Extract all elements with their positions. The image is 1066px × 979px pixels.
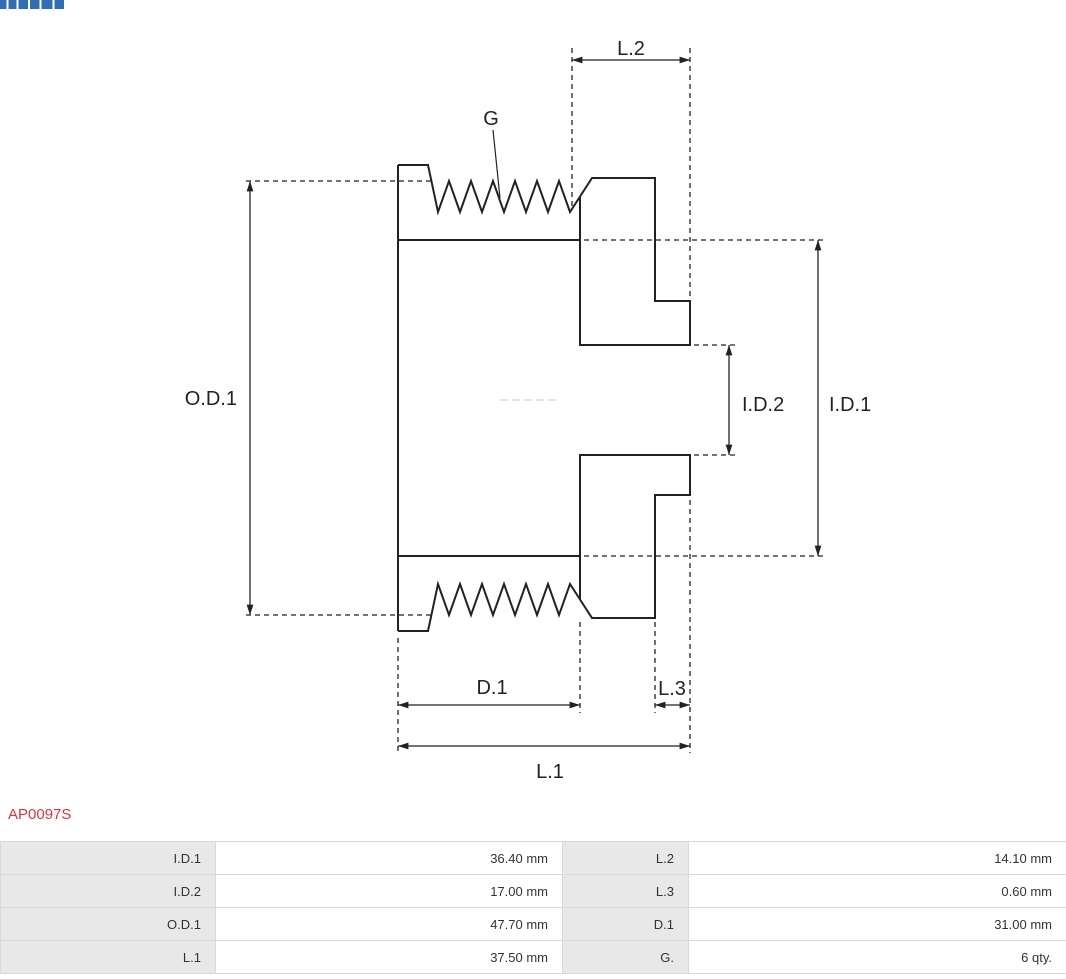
spec-param-name: D.1 xyxy=(562,907,689,941)
pulley-outline xyxy=(397,164,691,632)
product-code-link[interactable]: AP0097S xyxy=(8,806,72,823)
brand-logo-fragment xyxy=(0,0,64,9)
dim-label-id1: I.D.1 xyxy=(829,394,871,416)
spec-param-name: L.1 xyxy=(0,940,216,974)
spec-param-value: 6 qty. xyxy=(688,940,1066,974)
dim-label-l3: L.3 xyxy=(658,678,686,700)
table-row: L.1 37.50 mm G. 6 qty. xyxy=(0,940,1066,974)
dim-label-id2: I.D.2 xyxy=(742,394,784,416)
spec-param-value: 37.50 mm xyxy=(215,940,563,974)
groove-count-label: G xyxy=(483,108,499,130)
spec-param-value: 47.70 mm xyxy=(215,907,563,941)
table-row: O.D.1 47.70 mm D.1 31.00 mm xyxy=(0,907,1066,941)
extension-lines xyxy=(246,48,824,753)
spec-param-name: G. xyxy=(562,940,689,974)
groove-leader-line xyxy=(492,129,501,199)
spec-param-name: L.2 xyxy=(562,841,689,875)
dim-label-od1: O.D.1 xyxy=(185,388,237,410)
spec-param-name: I.D.2 xyxy=(0,874,216,908)
spec-param-value: 31.00 mm xyxy=(688,907,1066,941)
spec-param-value: 14.10 mm xyxy=(688,841,1066,875)
dim-label-l1: L.1 xyxy=(536,761,564,783)
spec-param-name: O.D.1 xyxy=(0,907,216,941)
dim-label-d1: D.1 xyxy=(476,677,507,699)
spec-param-value: 17.00 mm xyxy=(215,874,563,908)
spec-param-value: 36.40 mm xyxy=(215,841,563,875)
pulley-technical-drawing: L.2 G O.D.1 I.D.2 I.D.1 D.1 L.3 L.1 xyxy=(185,38,872,783)
dim-label-l2: L.2 xyxy=(617,38,645,60)
spec-param-name: L.3 xyxy=(562,874,689,908)
table-row: I.D.1 36.40 mm L.2 14.10 mm xyxy=(0,841,1066,875)
dimension-lines xyxy=(246,56,822,750)
spec-table: I.D.1 36.40 mm L.2 14.10 mm I.D.2 17.00 … xyxy=(0,841,1066,974)
spec-param-name: I.D.1 xyxy=(0,841,216,875)
spec-param-value: 0.60 mm xyxy=(688,874,1066,908)
table-row: I.D.2 17.00 mm L.3 0.60 mm xyxy=(0,874,1066,908)
